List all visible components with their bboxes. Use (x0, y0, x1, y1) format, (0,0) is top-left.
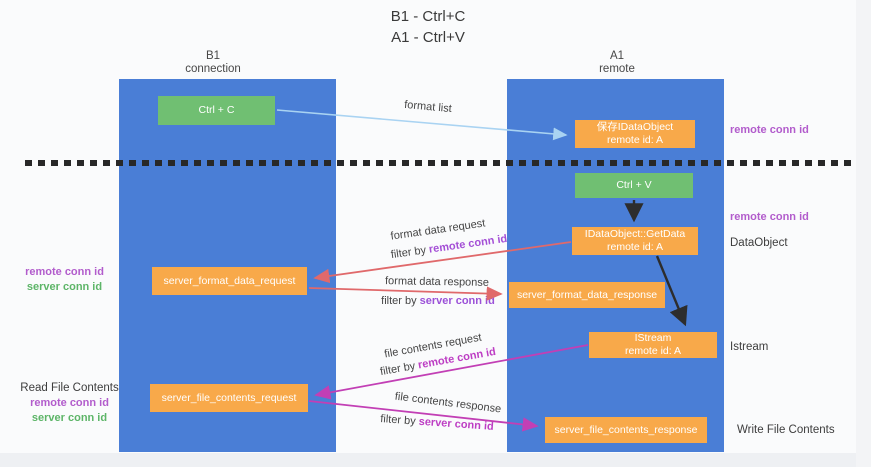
annotation-left-conn-ids-mid: remote conn id server conn id (12, 265, 117, 295)
node-save-idataobject: 保存IDataObject remote id: A (575, 120, 695, 148)
bottom-margin (0, 453, 871, 467)
filter-key-server-conn-id: server conn id (418, 415, 495, 433)
filter-by-text: filter by (379, 413, 417, 428)
node-server-format-data-request: server_format_data_request (152, 267, 307, 295)
node-format-request-label: server_format_data_request (163, 274, 296, 287)
node-istream-line1: IStream (634, 332, 672, 344)
annotation-dataobject: DataObject (730, 237, 788, 249)
edge-label-file-contents-response: file contents response (394, 390, 502, 416)
node-file-response-label: server_file_contents_response (554, 423, 698, 436)
column-header-a1: A1 remote (557, 50, 677, 76)
node-ctrl-v: Ctrl + V (575, 173, 693, 198)
column-header-b1: B1 connection (153, 50, 273, 76)
annotation-remote-conn-id-mid: remote conn id (730, 211, 809, 223)
annotation-write-file-contents: Write File Contents (737, 424, 835, 436)
node-save-line1: 保存IDataObject (596, 121, 674, 133)
filter-key-remote-conn-id: remote conn id (428, 232, 508, 256)
column-b1-role: connection (185, 63, 241, 75)
filter-by-text: filter by (390, 244, 427, 262)
node-ctrl-v-label: Ctrl + V (616, 179, 652, 191)
node-idataobject-getdata: IDataObject::GetData remote id: A (572, 227, 698, 255)
diagram-title: B1 - Ctrl+C A1 - Ctrl+V (328, 6, 528, 48)
edge-label-format-data-response: format data response (384, 275, 490, 289)
annotation-server-conn-id: server conn id (26, 281, 103, 293)
annotation-server-conn-id: server conn id (31, 412, 108, 424)
node-ctrl-c-label: Ctrl + C (198, 104, 235, 116)
arrow-format-data-response (308, 286, 503, 301)
title-line-2: A1 - Ctrl+V (391, 29, 465, 46)
filter-key-server-conn-id: server conn id (419, 295, 495, 307)
annotation-remote-conn-id: remote conn id (25, 266, 104, 278)
filter-by-text: filter by (381, 295, 417, 307)
node-file-request-label: server_file_contents_request (161, 391, 297, 404)
edge-label-format-list: format list (403, 98, 453, 116)
node-ctrl-c: Ctrl + C (158, 96, 275, 125)
right-margin (856, 0, 871, 467)
column-a1-role: remote (599, 63, 635, 75)
node-getdata-line1: IDataObject::GetData (584, 228, 686, 240)
node-format-response-label: server_format_data_response (516, 288, 658, 301)
node-server-file-contents-request: server_file_contents_request (150, 384, 308, 412)
node-server-file-contents-response: server_file_contents_response (545, 417, 707, 443)
annotation-left-conn-ids-bottom: Read File Contents remote conn id server… (12, 381, 127, 426)
annotation-istream: Istream (730, 341, 769, 353)
annotation-remote-conn-id-top: remote conn id (730, 124, 809, 136)
node-istream-line2: remote id: A (624, 345, 682, 357)
node-server-format-data-response: server_format_data_response (509, 282, 665, 308)
column-b1-name: B1 (205, 50, 221, 62)
separator-dashed-line (25, 160, 852, 166)
node-getdata-line2: remote id: A (606, 241, 664, 253)
node-save-line2: remote id: A (606, 134, 664, 146)
column-a1-name: A1 (609, 50, 625, 62)
filter-by-text: filter by (379, 360, 417, 379)
node-istream: IStream remote id: A (589, 332, 717, 358)
annotation-read-file-contents: Read File Contents (20, 382, 119, 394)
title-line-1: B1 - Ctrl+C (390, 8, 466, 25)
annotation-remote-conn-id: remote conn id (30, 397, 109, 409)
